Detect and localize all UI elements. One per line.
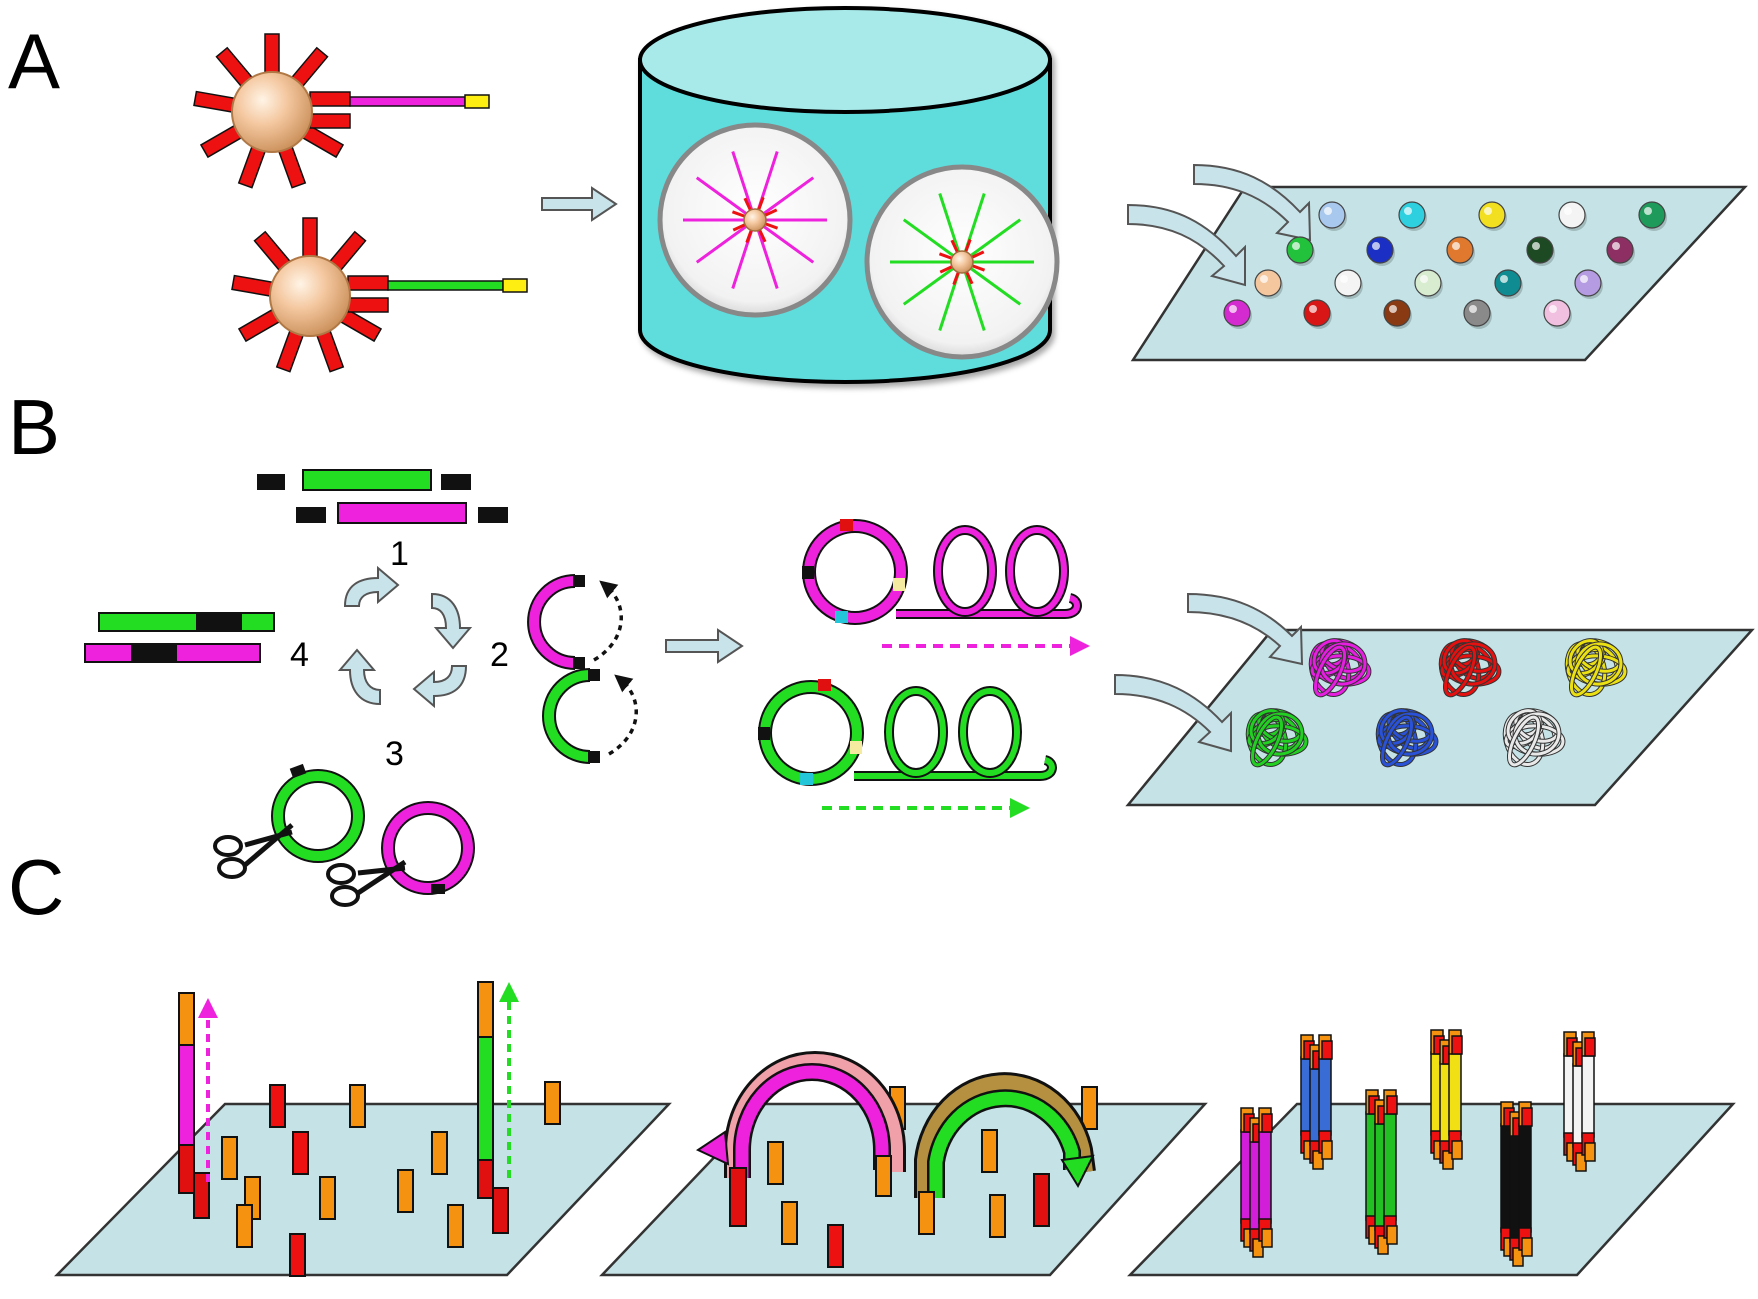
adapter-oligo (277, 144, 307, 189)
panel-b: 1 2 3 4 (84, 469, 1755, 907)
surface-primer (397, 1169, 414, 1213)
circularized-templates (271, 763, 475, 895)
process-arrow-b (665, 628, 744, 664)
adapter-oligo (275, 328, 305, 373)
scissors-icon (326, 859, 407, 907)
loading-arrow-a1 (1193, 163, 1312, 242)
array-bead (1286, 236, 1314, 264)
surface-primer (544, 1081, 561, 1125)
array-bead (1543, 299, 1571, 327)
surface-primer (981, 1129, 998, 1173)
cycle-step-4: 4 (290, 636, 309, 674)
dna-nanoball (1564, 638, 1628, 698)
clonal-cluster-bundle (1365, 1089, 1398, 1255)
adapter-oligo (302, 217, 318, 259)
array-bead (1303, 299, 1331, 327)
emulsion-droplet-green (864, 164, 1060, 360)
cycle-step-1: 1 (390, 535, 409, 573)
clonal-cluster-bundle (1563, 1031, 1596, 1172)
array-bead (1254, 269, 1282, 297)
panel-c (54, 981, 1736, 1277)
clonal-cluster-bundle (1240, 1107, 1273, 1258)
adapter-oligo (264, 33, 280, 75)
surface-primer (989, 1194, 1006, 1238)
array-bead (1558, 201, 1586, 229)
surface-primer (431, 1131, 448, 1175)
array-bead (1318, 201, 1346, 229)
panel-a (193, 6, 1748, 384)
array-bead (1383, 299, 1411, 327)
cycle-step-2: 2 (490, 636, 509, 674)
surface-primer (767, 1141, 784, 1185)
loading-arrow-a2 (1127, 203, 1246, 287)
array-bead (1526, 236, 1554, 264)
clonal-cluster-bundle (1300, 1034, 1333, 1170)
bridge-amplification (695, 1051, 1096, 1235)
bead (231, 71, 313, 153)
surface-primer (447, 1204, 464, 1248)
adapter-oligo (231, 274, 275, 298)
process-arrow-a (541, 186, 618, 222)
surface-primer (269, 1084, 286, 1128)
rolling-circle-green (758, 679, 1057, 818)
array-bead (1463, 299, 1491, 327)
surface-primer (221, 1136, 238, 1180)
bead-with-magenta-primer (193, 33, 490, 189)
surface-primer (292, 1131, 309, 1175)
array-bead (1223, 299, 1251, 327)
bead (269, 255, 351, 337)
panel-label-a: A (8, 17, 61, 105)
clonal-cluster-bundle (1430, 1029, 1463, 1170)
surface-primer (289, 1233, 306, 1277)
flowcell-surface-c1 (54, 1102, 672, 1277)
array-bead (1478, 201, 1506, 229)
array-bead (1494, 269, 1522, 297)
bead-array (1223, 201, 1667, 329)
panel-label-c: C (8, 843, 65, 931)
clonal-cluster-bundle (1500, 1101, 1533, 1267)
loading-arrow-b1 (1187, 592, 1304, 666)
dna-nanoball (1308, 638, 1372, 698)
mate-pair-fragments-top (257, 469, 508, 524)
emulsion-droplet-magenta (657, 122, 853, 318)
scissors-icon (213, 823, 294, 879)
adapter-oligo (237, 144, 267, 189)
mate-pair-fragments-left (84, 612, 275, 663)
array-bead (1334, 269, 1362, 297)
loading-arrow-b2 (1114, 673, 1232, 753)
array-bead (1366, 236, 1394, 264)
adapter-oligo (193, 90, 237, 114)
dna-nanoball (1245, 708, 1309, 768)
rolling-circle-magenta (802, 519, 1090, 656)
cycle-arrows (337, 565, 473, 709)
array-bead (1606, 236, 1634, 264)
linear-template-green (542, 668, 638, 764)
surface-primers-c1 (221, 1081, 561, 1277)
surface-primer (781, 1201, 798, 1245)
array-bead (1414, 269, 1442, 297)
linear-template-magenta (527, 574, 623, 670)
array-bead (1574, 269, 1602, 297)
array-bead (1638, 201, 1666, 229)
panel-label-b: B (8, 383, 61, 471)
bead-with-green-primer (231, 217, 528, 373)
grafted-strands-c1 (178, 981, 519, 1234)
dna-nanoball (1375, 708, 1439, 768)
surface-primers-c2 (767, 1086, 1098, 1268)
adapter-oligo (315, 328, 345, 373)
surface-primer (236, 1204, 253, 1248)
surface-primer (319, 1176, 336, 1220)
cycle-step-3: 3 (385, 735, 404, 773)
dna-nanoball (1438, 638, 1502, 698)
array-bead (1398, 201, 1426, 229)
array-bead (1446, 236, 1474, 264)
surface-primer (349, 1084, 366, 1128)
dna-nanoball-array (1245, 638, 1628, 768)
surface-primer (827, 1224, 844, 1268)
dna-nanoball (1502, 708, 1566, 768)
clonal-clusters (1240, 1029, 1596, 1267)
surface-primer (1081, 1086, 1098, 1130)
